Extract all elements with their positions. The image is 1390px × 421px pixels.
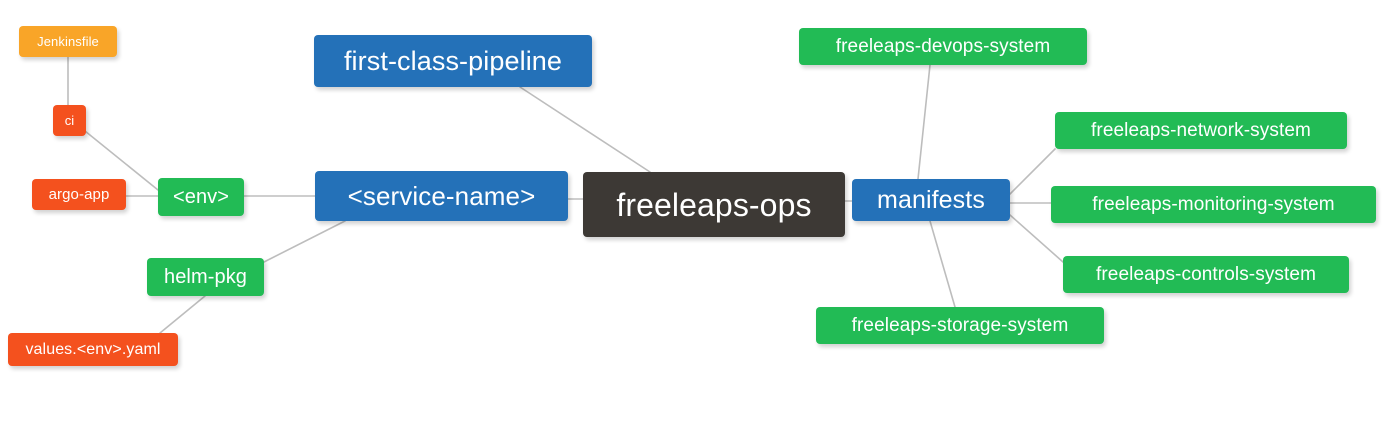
node-ci[interactable]: ci <box>53 105 86 136</box>
edge-freeleaps-storage-system-to-manifests <box>929 220 956 308</box>
node-freeleaps-monitoring-system[interactable]: freeleaps-monitoring-system <box>1051 186 1376 223</box>
node-manifests[interactable]: manifests <box>852 179 1010 221</box>
edge-freeleaps-network-system-to-manifests <box>1009 148 1056 195</box>
edge-first-class-pipeline-to-freeleaps-ops <box>519 86 651 173</box>
node-jenkinsfile[interactable]: Jenkinsfile <box>19 26 117 57</box>
node-values-env-yaml[interactable]: values.<env>.yaml <box>8 333 178 366</box>
node-service-name[interactable]: <service-name> <box>315 171 568 221</box>
node-freeleaps-ops[interactable]: freeleaps-ops <box>583 172 845 237</box>
node-freeleaps-devops-system[interactable]: freeleaps-devops-system <box>799 28 1087 65</box>
node-env[interactable]: <env> <box>158 178 244 216</box>
edge-helm-pkg-to-service-name <box>263 220 346 263</box>
node-freeleaps-network-system[interactable]: freeleaps-network-system <box>1055 112 1347 149</box>
node-freeleaps-storage-system[interactable]: freeleaps-storage-system <box>816 307 1104 344</box>
edge-freeleaps-devops-system-to-manifests <box>917 64 931 180</box>
node-argo-app[interactable]: argo-app <box>32 179 126 210</box>
edge-values-env-yaml-to-helm-pkg <box>159 295 206 334</box>
node-helm-pkg[interactable]: helm-pkg <box>147 258 264 296</box>
node-first-class-pipeline[interactable]: first-class-pipeline <box>314 35 592 87</box>
node-freeleaps-controls-system[interactable]: freeleaps-controls-system <box>1063 256 1349 293</box>
